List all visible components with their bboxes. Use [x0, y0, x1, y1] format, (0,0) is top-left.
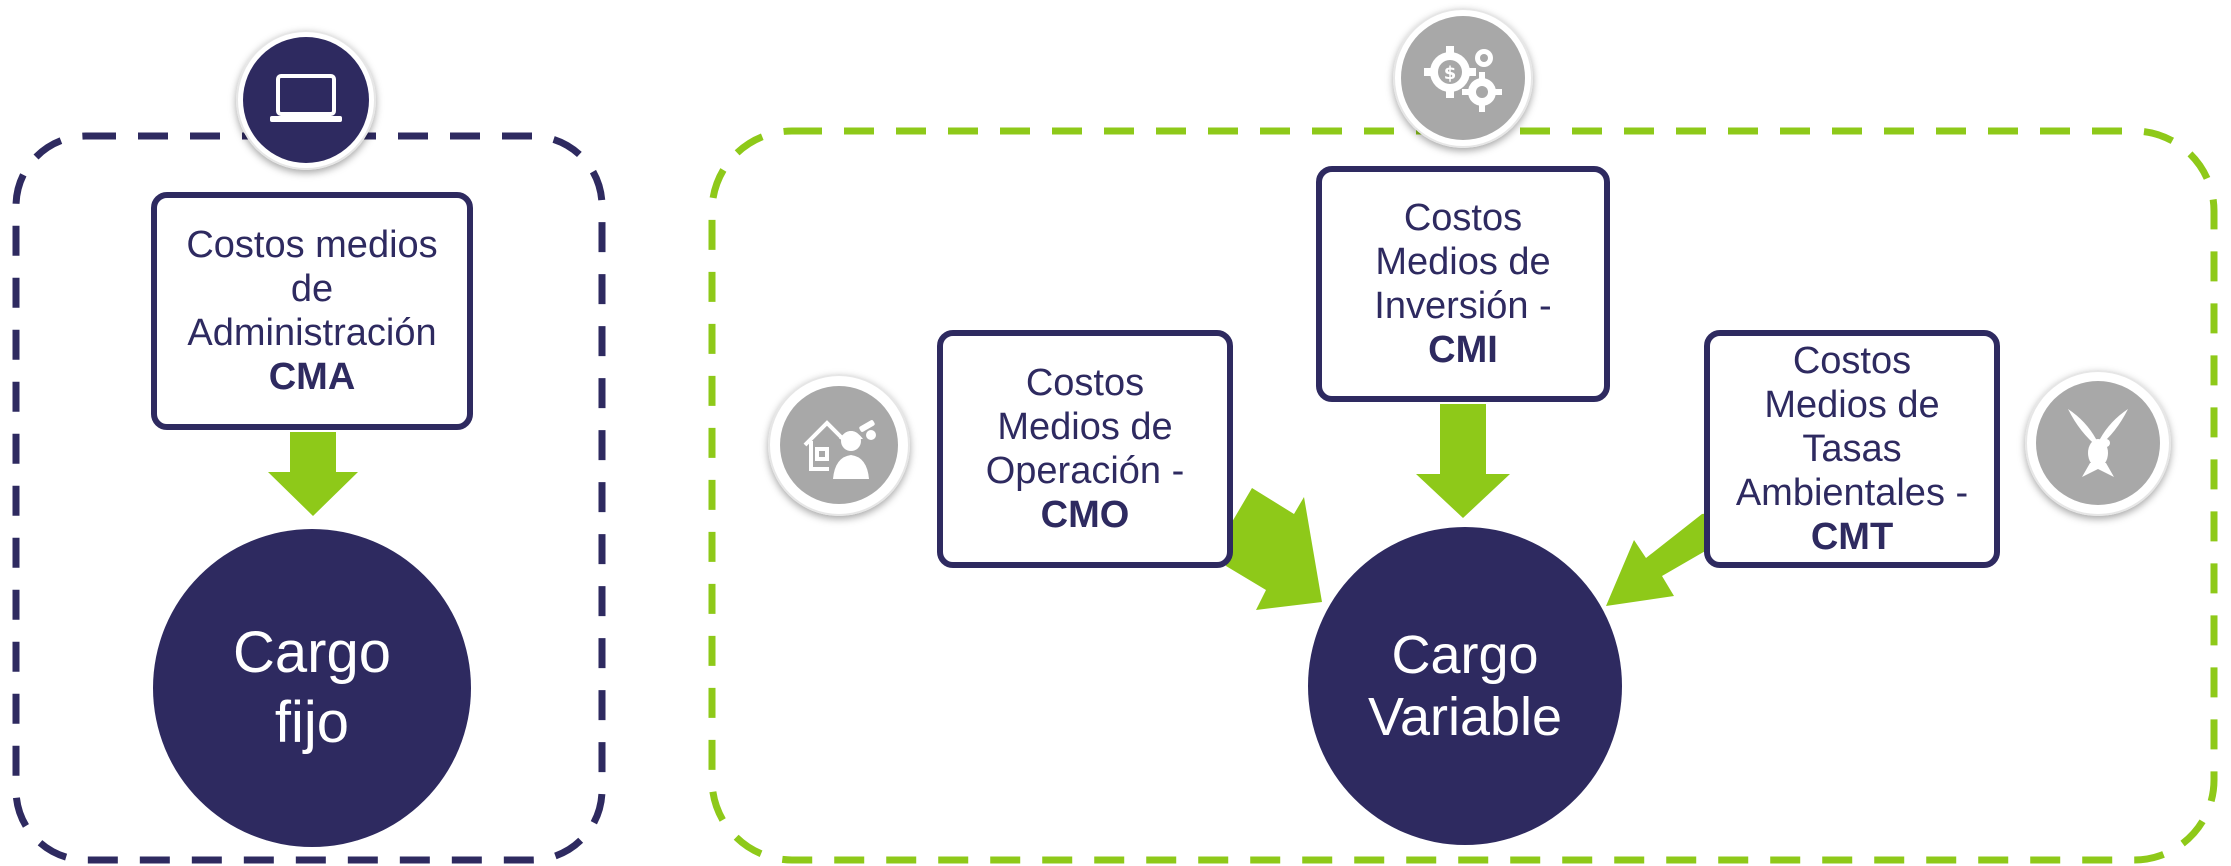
dove-icon — [2068, 409, 2128, 477]
cmi-line-2: Medios de — [1375, 241, 1551, 283]
cmo-arrow — [1226, 488, 1322, 610]
cmi-line-1: Costos — [1403, 197, 1523, 239]
cmt-line-4: Ambientales - — [1735, 472, 1969, 514]
cmo-line-2: Medios de — [997, 406, 1173, 448]
cma-box: Costos medios de Administración CMA — [151, 192, 473, 430]
cma-line-2: de — [290, 268, 334, 310]
cargo-fijo-line-1: Cargo — [233, 620, 391, 685]
cma-line-1: Costos medios — [186, 224, 438, 266]
svg-text:$: $ — [1444, 63, 1457, 84]
laptop-badge — [236, 30, 376, 170]
cargo-variable-circle: Cargo Variable — [1308, 527, 1622, 845]
house-worker-badge — [768, 374, 910, 516]
cmt-line-1: Costos — [1792, 340, 1912, 382]
cmt-line-3: Tasas — [1802, 428, 1902, 470]
dove-badge — [2025, 370, 2171, 516]
cargo-variable-line-1: Cargo — [1391, 625, 1539, 685]
cmt-code: CMT — [1810, 516, 1894, 558]
cmo-line-1: Costos — [1025, 362, 1145, 404]
cmi-line-3: Inversión - — [1374, 285, 1552, 327]
variable-cost-group-border — [708, 127, 2218, 864]
cmt-box: Costos Medios de Tasas Ambientales - CMT — [1704, 330, 2000, 568]
cmt-line-2: Medios de — [1764, 384, 1940, 426]
cmt-arrow — [1606, 512, 1722, 606]
laptop-icon — [270, 74, 342, 122]
cmo-line-3: Operación - — [985, 450, 1185, 492]
cmo-box: Costos Medios de Operación - CMO — [937, 330, 1233, 568]
cmi-box: Costos Medios de Inversión - CMI — [1316, 166, 1610, 402]
cmi-arrow — [1416, 404, 1510, 518]
gears-money-icon: $ — [1424, 46, 1502, 112]
cma-line-3: Administración — [187, 312, 437, 354]
cargo-fijo-line-2: fijo — [274, 690, 350, 755]
cma-arrow — [268, 432, 358, 516]
house-worker-icon — [803, 420, 876, 479]
cargo-variable-line-2: Variable — [1367, 687, 1563, 747]
cmi-code: CMI — [1428, 329, 1498, 371]
gears-badge: $ — [1393, 8, 1533, 148]
cargo-fijo-circle: Cargo fijo — [153, 529, 471, 847]
cma-code: CMA — [268, 356, 356, 398]
cmo-code: CMO — [1040, 494, 1130, 536]
